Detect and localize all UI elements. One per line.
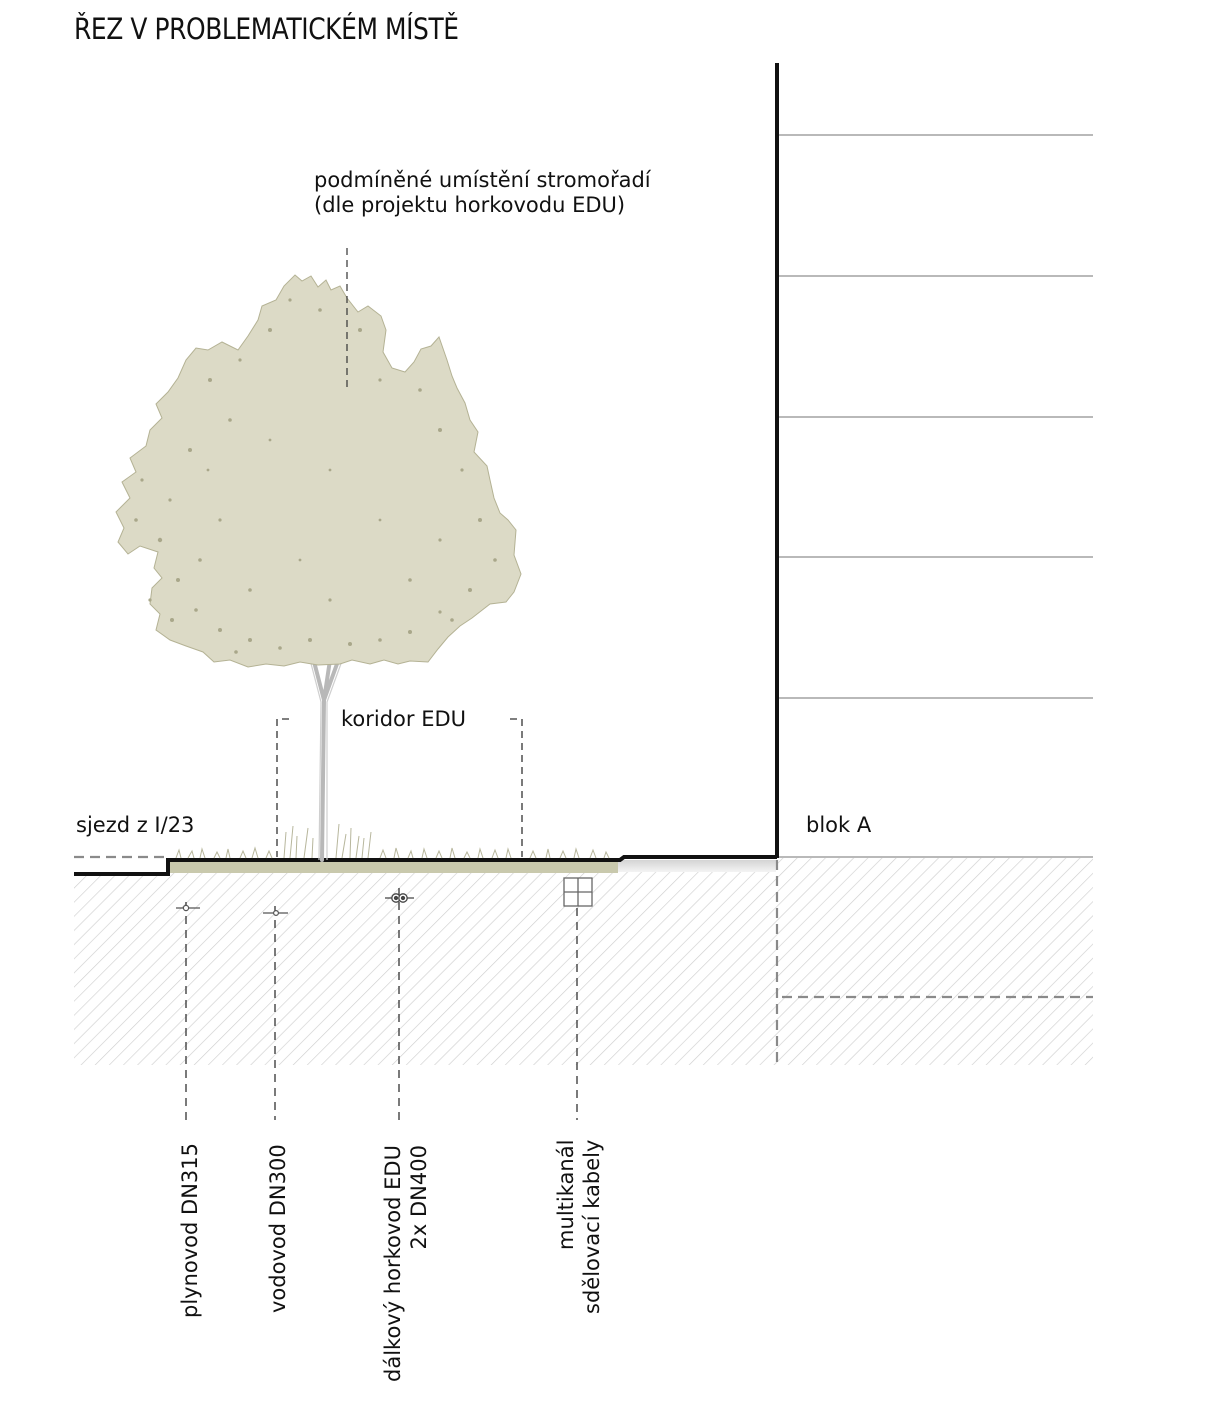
ground-hatch-left: [74, 872, 777, 1065]
ground-hatch-right: [777, 858, 1093, 1065]
plynovod-label: plynovod DN315: [177, 1143, 203, 1318]
tree-placement-note: podmíněné umístění stromořadí (dle proje…: [314, 168, 651, 218]
plynovod-text: plynovod DN315: [178, 1143, 202, 1318]
ground-line: [74, 855, 777, 876]
grass-icon: [175, 823, 610, 859]
koridor-label: koridor EDU: [341, 707, 467, 731]
water-pipe-icon: [263, 909, 288, 916]
multikanal-label: multikanál sdělovací kabely: [553, 1140, 606, 1314]
tree-note-line-1: podmíněné umístění stromořadí: [314, 168, 651, 192]
hot-water-pipes-icon: [385, 893, 414, 903]
deciduous-tree-icon: [115, 274, 522, 862]
page-title: ŘEZ V PROBLEMATICKÉM MÍSTĚ: [74, 12, 459, 46]
gas-pipe-icon: [176, 904, 200, 912]
horkovod-line-1: dálkový horkovod EDU: [381, 1145, 405, 1382]
sjezd-label: sjezd z I/23: [76, 813, 195, 837]
foliage-texture: [134, 298, 497, 654]
horkovod-line-2: 2x DN400: [407, 1145, 432, 1250]
tree-note-line-2: (dle projektu horkovodu EDU): [314, 193, 626, 218]
vodovod-label: vodovod DN300: [265, 1144, 291, 1313]
utility-leaders: [185, 880, 578, 1120]
multichannel-duct-icon: [563, 877, 593, 907]
dashed-lines: [74, 855, 1093, 1065]
planting-strip: [168, 860, 618, 873]
horkovod-label: dálkový horkovod EDU 2x DN400: [380, 1145, 433, 1382]
paving-shade: [618, 860, 776, 872]
blok-label: blok A: [806, 813, 872, 837]
building-floor-lines: [778, 134, 1093, 858]
koridor-brackets: [276, 718, 523, 857]
multikanal-line-1: multikanál: [554, 1139, 578, 1250]
multikanal-line-2: sdělovací kabely: [580, 1139, 605, 1314]
vodovod-text: vodovod DN300: [266, 1144, 290, 1313]
